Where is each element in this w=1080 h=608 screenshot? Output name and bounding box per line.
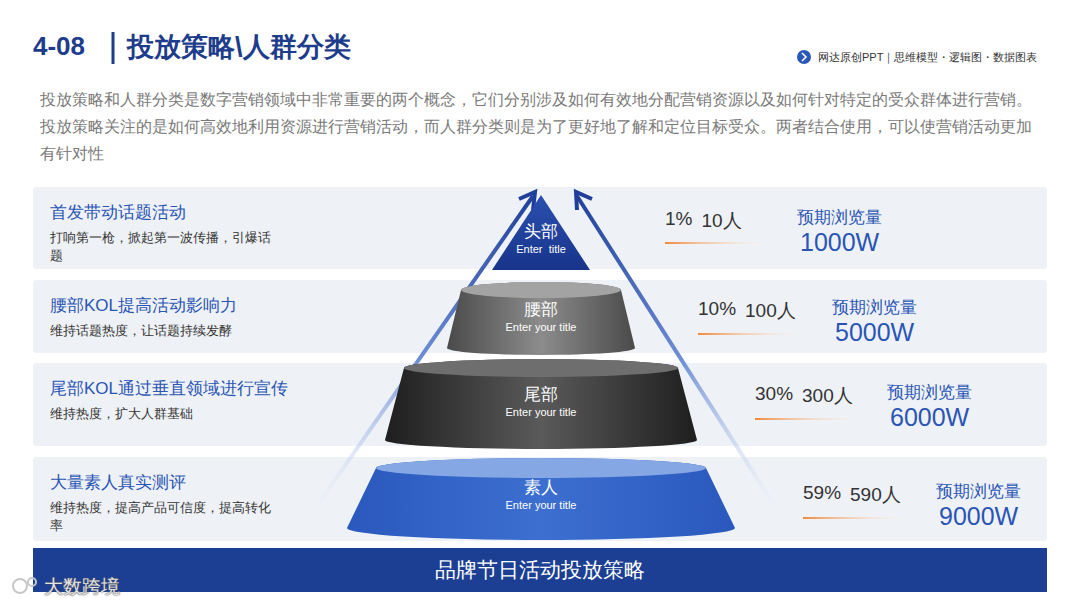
pyramid-top-face [404, 359, 678, 377]
value-underline [803, 517, 918, 519]
footer-bar: 品牌节日活动投放策略 [33, 548, 1047, 592]
level-text: 素人Enter your title [343, 478, 739, 512]
percent-value: 10% [698, 298, 736, 320]
intro-paragraph: 投放策略和人群分类是数字营销领域中非常重要的两个概念，它们分别涉及如何有效地分配… [40, 86, 1040, 167]
pyramid-level: 尾部Enter your title [381, 357, 701, 451]
header-icon [797, 50, 811, 64]
metric-name: 预期浏览量 [832, 296, 917, 319]
footer-bar-bg [33, 548, 1047, 592]
pyramid-top-face [376, 458, 706, 478]
pyramid-level: 腰部Enter your title [443, 280, 639, 358]
row-band-bg [33, 457, 1047, 541]
level-subtitle: Enter your title [443, 320, 639, 334]
row-title: 首发带动话题活动 [50, 201, 291, 225]
level-text: 头部Enter title [488, 222, 594, 256]
metric-value: 5000W [835, 318, 914, 347]
section-number: 4-08 [33, 31, 85, 62]
row-band: 尾部KOL通过垂直领域进行宣传维持热度，扩大人群基础 [33, 363, 303, 446]
footer-title: 品牌节日活动投放策略 [435, 556, 645, 584]
metric-name: 预期浏览量 [797, 206, 882, 229]
pyramid-shape [347, 458, 735, 540]
row-description: 维持热度，扩大人群基础 [50, 405, 278, 423]
people-count: 590人 [850, 482, 901, 508]
row-description: 打响第一枪，掀起第一波传播，引爆话题 [50, 229, 278, 265]
page-title: 投放策略\人群分类 [127, 29, 351, 65]
percent-value: 30% [755, 383, 793, 405]
people-count: 300人 [802, 383, 853, 409]
watermark-logo [13, 578, 36, 593]
row-title: 尾部KOL通过垂直领域进行宣传 [50, 377, 291, 401]
metric-name: 预期浏览量 [887, 381, 972, 404]
level-name: 头部 [488, 222, 594, 242]
watermark: 大数跨境 [44, 574, 120, 600]
metric-value: 6000W [890, 403, 969, 432]
pyramid-top-face [461, 282, 621, 298]
row-description: 维持话题热度，让话题持续发酵 [50, 322, 278, 340]
metric-value: 9000W [939, 502, 1018, 531]
level-text: 尾部Enter your title [381, 385, 701, 419]
value-underline [755, 418, 870, 420]
level-text: 腰部Enter your title [443, 300, 639, 334]
row-band-bg [33, 187, 1047, 269]
header-note: 网达原创PPT｜思维模型・逻辑图・数据图表 [818, 50, 1037, 65]
metric-value: 1000W [800, 228, 879, 257]
row-band: 大量素人真实测评维持热度，提高产品可信度，提高转化率 [33, 457, 303, 541]
value-underline [698, 333, 813, 335]
level-subtitle: Enter your title [381, 405, 701, 419]
row-band: 首发带动话题活动打响第一枪，掀起第一波传播，引爆话题 [33, 187, 303, 269]
percent-value: 59% [803, 482, 841, 504]
level-name: 素人 [343, 478, 739, 498]
people-count: 100人 [745, 298, 796, 324]
title-divider [112, 32, 115, 64]
pyramid-level: 素人Enter your title [343, 456, 739, 542]
row-title: 大量素人真实测评 [50, 471, 291, 495]
row-description: 维持热度，提高产品可信度，提高转化率 [50, 499, 278, 535]
percent-value: 1% [665, 208, 692, 230]
arrow-head [519, 192, 535, 210]
arrow-head [576, 192, 592, 210]
level-name: 尾部 [381, 385, 701, 405]
row-title: 腰部KOL提高活动影响力 [50, 294, 291, 318]
level-subtitle: Enter title [488, 242, 594, 256]
level-name: 腰部 [443, 300, 639, 320]
row-band: 腰部KOL提高活动影响力维持话题热度，让话题持续发酵 [33, 280, 303, 353]
header-icon-chevron [802, 53, 806, 61]
metric-name: 预期浏览量 [936, 480, 1021, 503]
pyramid-top: 头部Enter title [488, 192, 594, 272]
level-subtitle: Enter your title [343, 498, 739, 512]
people-count: 10人 [701, 208, 741, 234]
value-underline [665, 242, 780, 244]
